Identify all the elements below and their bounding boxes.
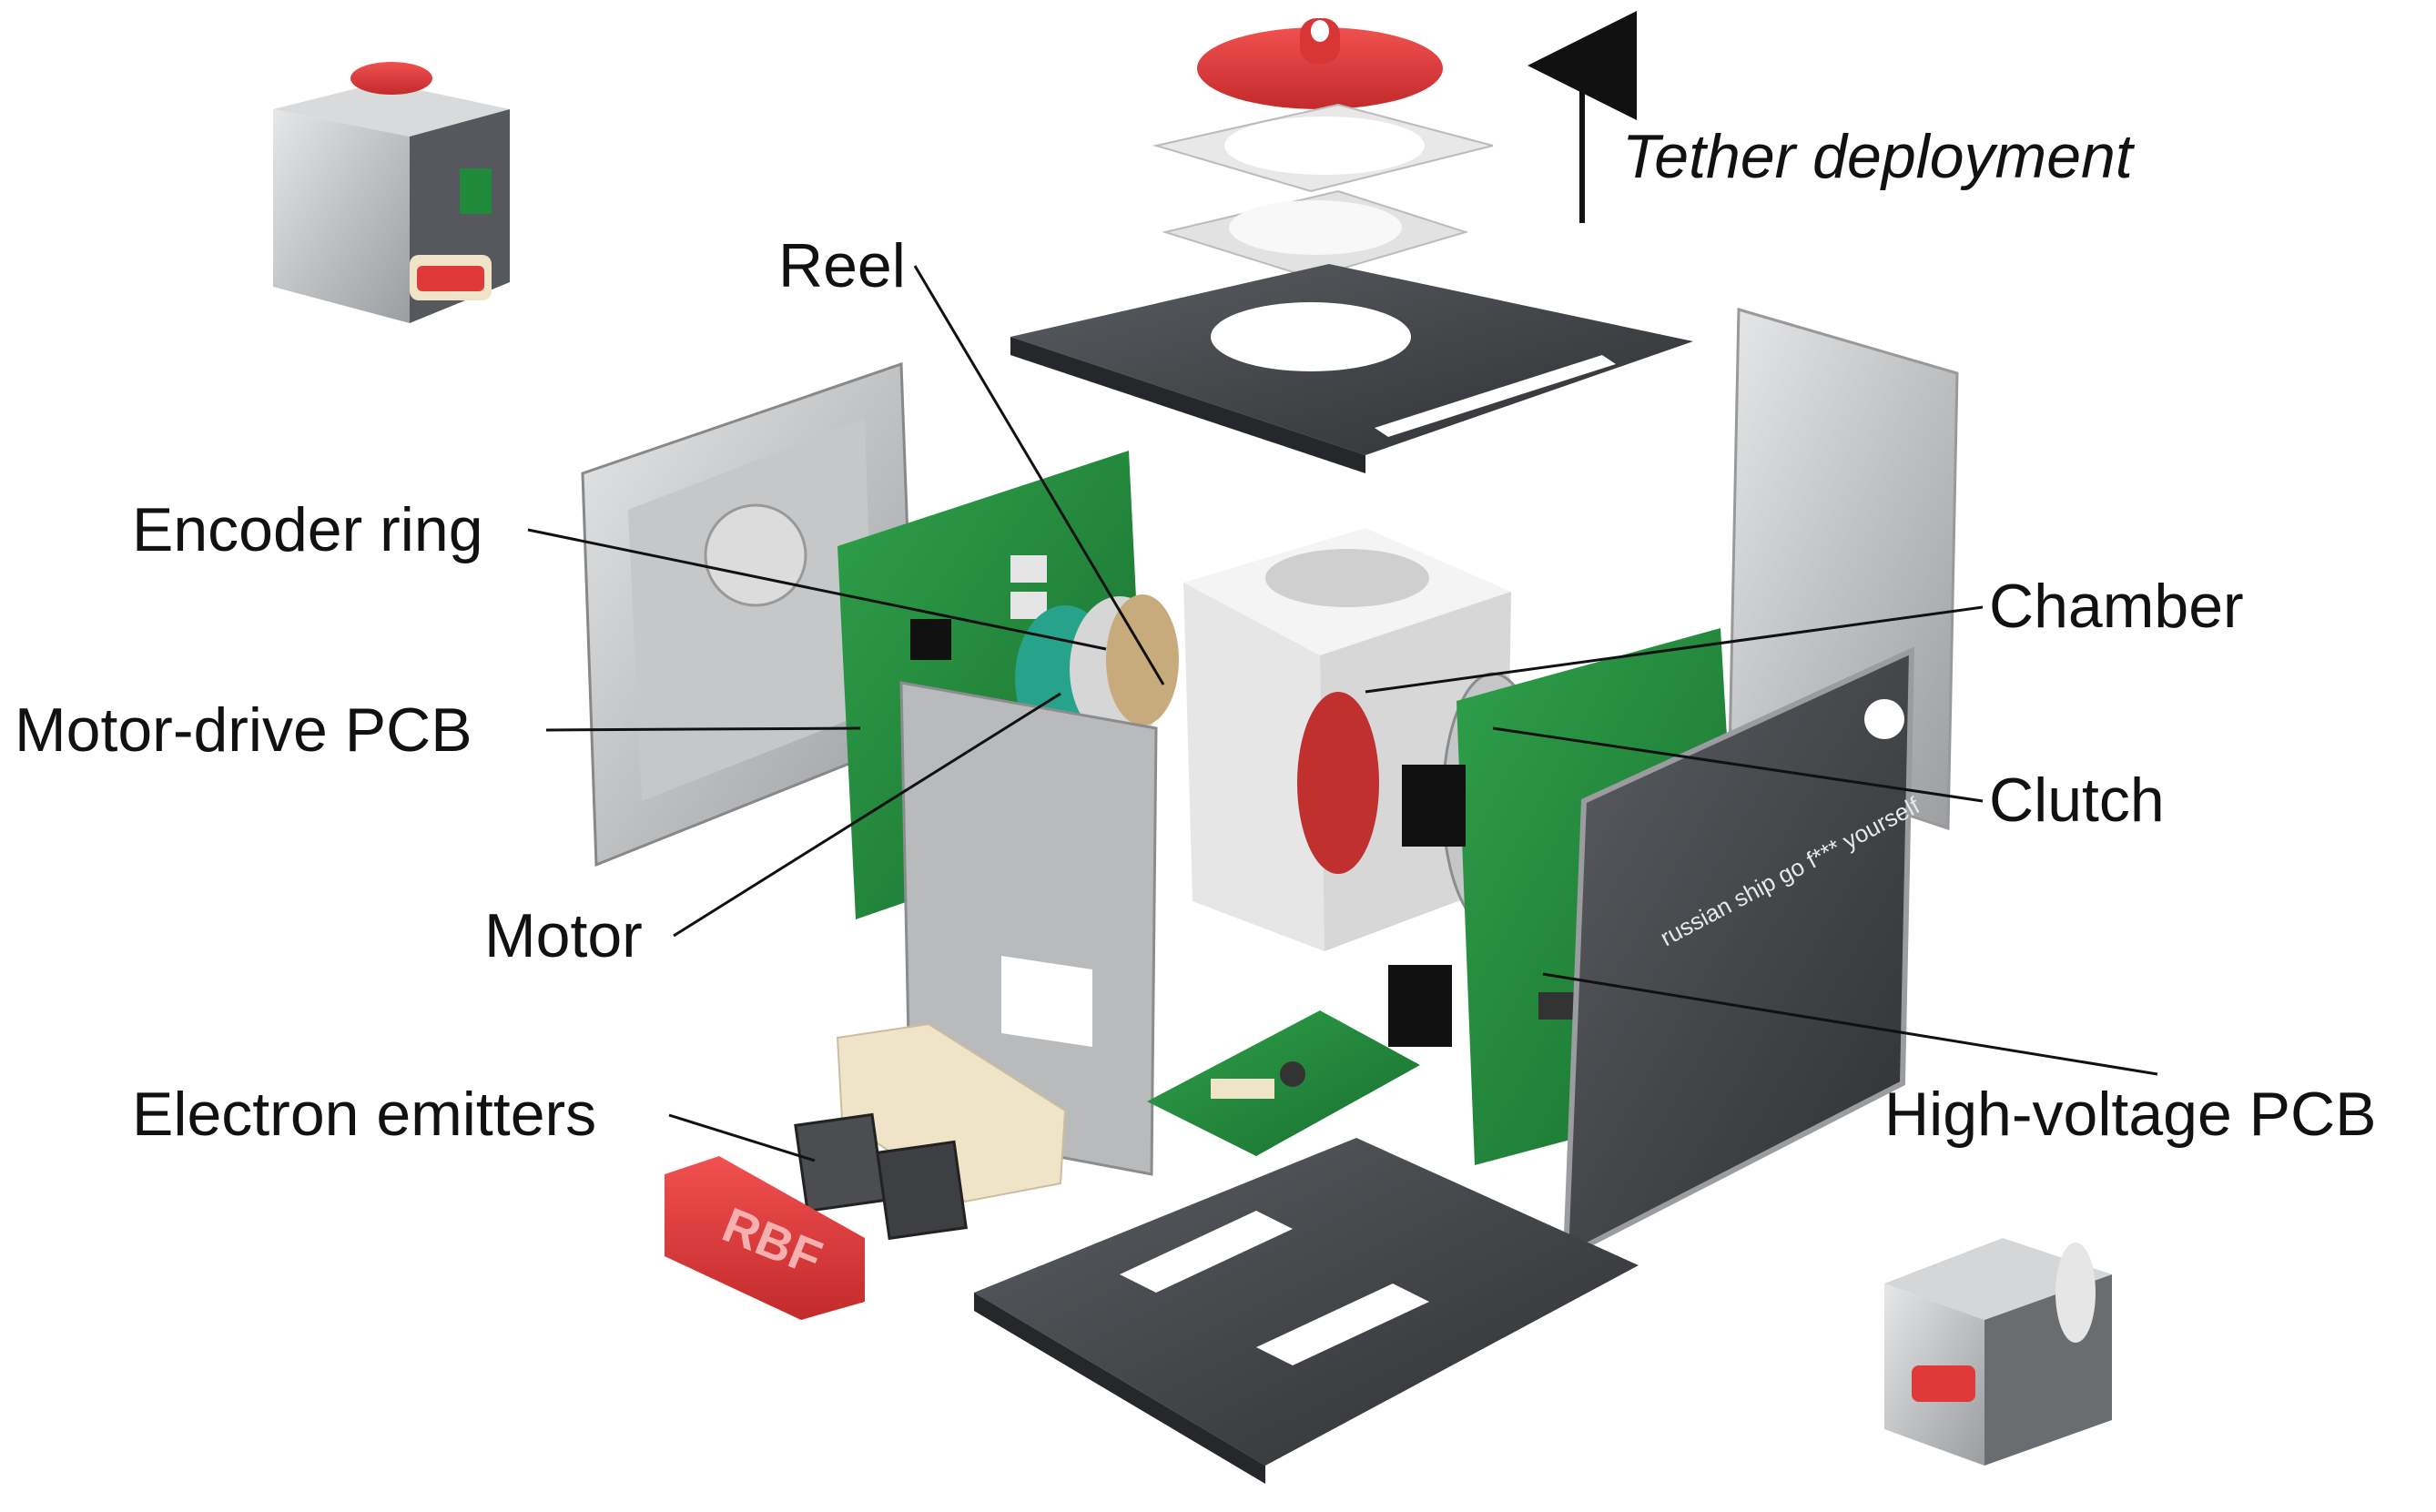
chamber-label: Chamber [1989,572,2244,641]
right-front-panel: russian ship go f*** yourself [1562,646,1924,1262]
top-plate [1010,264,1693,473]
leader-motor-pcb [545,726,861,732]
reel-label: Reel [778,231,906,300]
motor-drive-pcb-label: Motor-drive PCB [15,695,472,765]
leader-reel [913,265,1165,685]
encoder-ring [1106,594,1179,726]
upper-frames [1152,103,1494,279]
assembled-unit-bottom-right [1884,1238,2112,1466]
assembled-unit-top-left [273,62,510,323]
red-cap [1197,18,1443,109]
tether-deployment-label: Tether deployment [1622,122,2133,191]
leader-encoder [527,528,1107,651]
leader-lines [527,265,2158,1162]
leader-chamber [1365,605,1984,694]
leader-emitters [668,1113,816,1162]
electron-emitters-label: Electron emitters [132,1080,597,1149]
leader-clutch [1492,726,1984,803]
high-voltage-pcb-label: High-voltage PCB [1884,1080,2377,1149]
rbf-plaque: RBF [665,1156,865,1320]
encoder-ring-label: Encoder ring [132,495,483,564]
leader-hv-pcb [1542,972,2158,1076]
lower-pcb [1147,1010,1420,1156]
clutch-label: Clutch [1989,766,2165,835]
bottom-plate [974,1138,1639,1484]
leader-motor [673,692,1061,938]
motor-label: Motor [484,901,643,970]
left-side-panel [581,361,917,868]
electron-emitters [794,1112,968,1241]
